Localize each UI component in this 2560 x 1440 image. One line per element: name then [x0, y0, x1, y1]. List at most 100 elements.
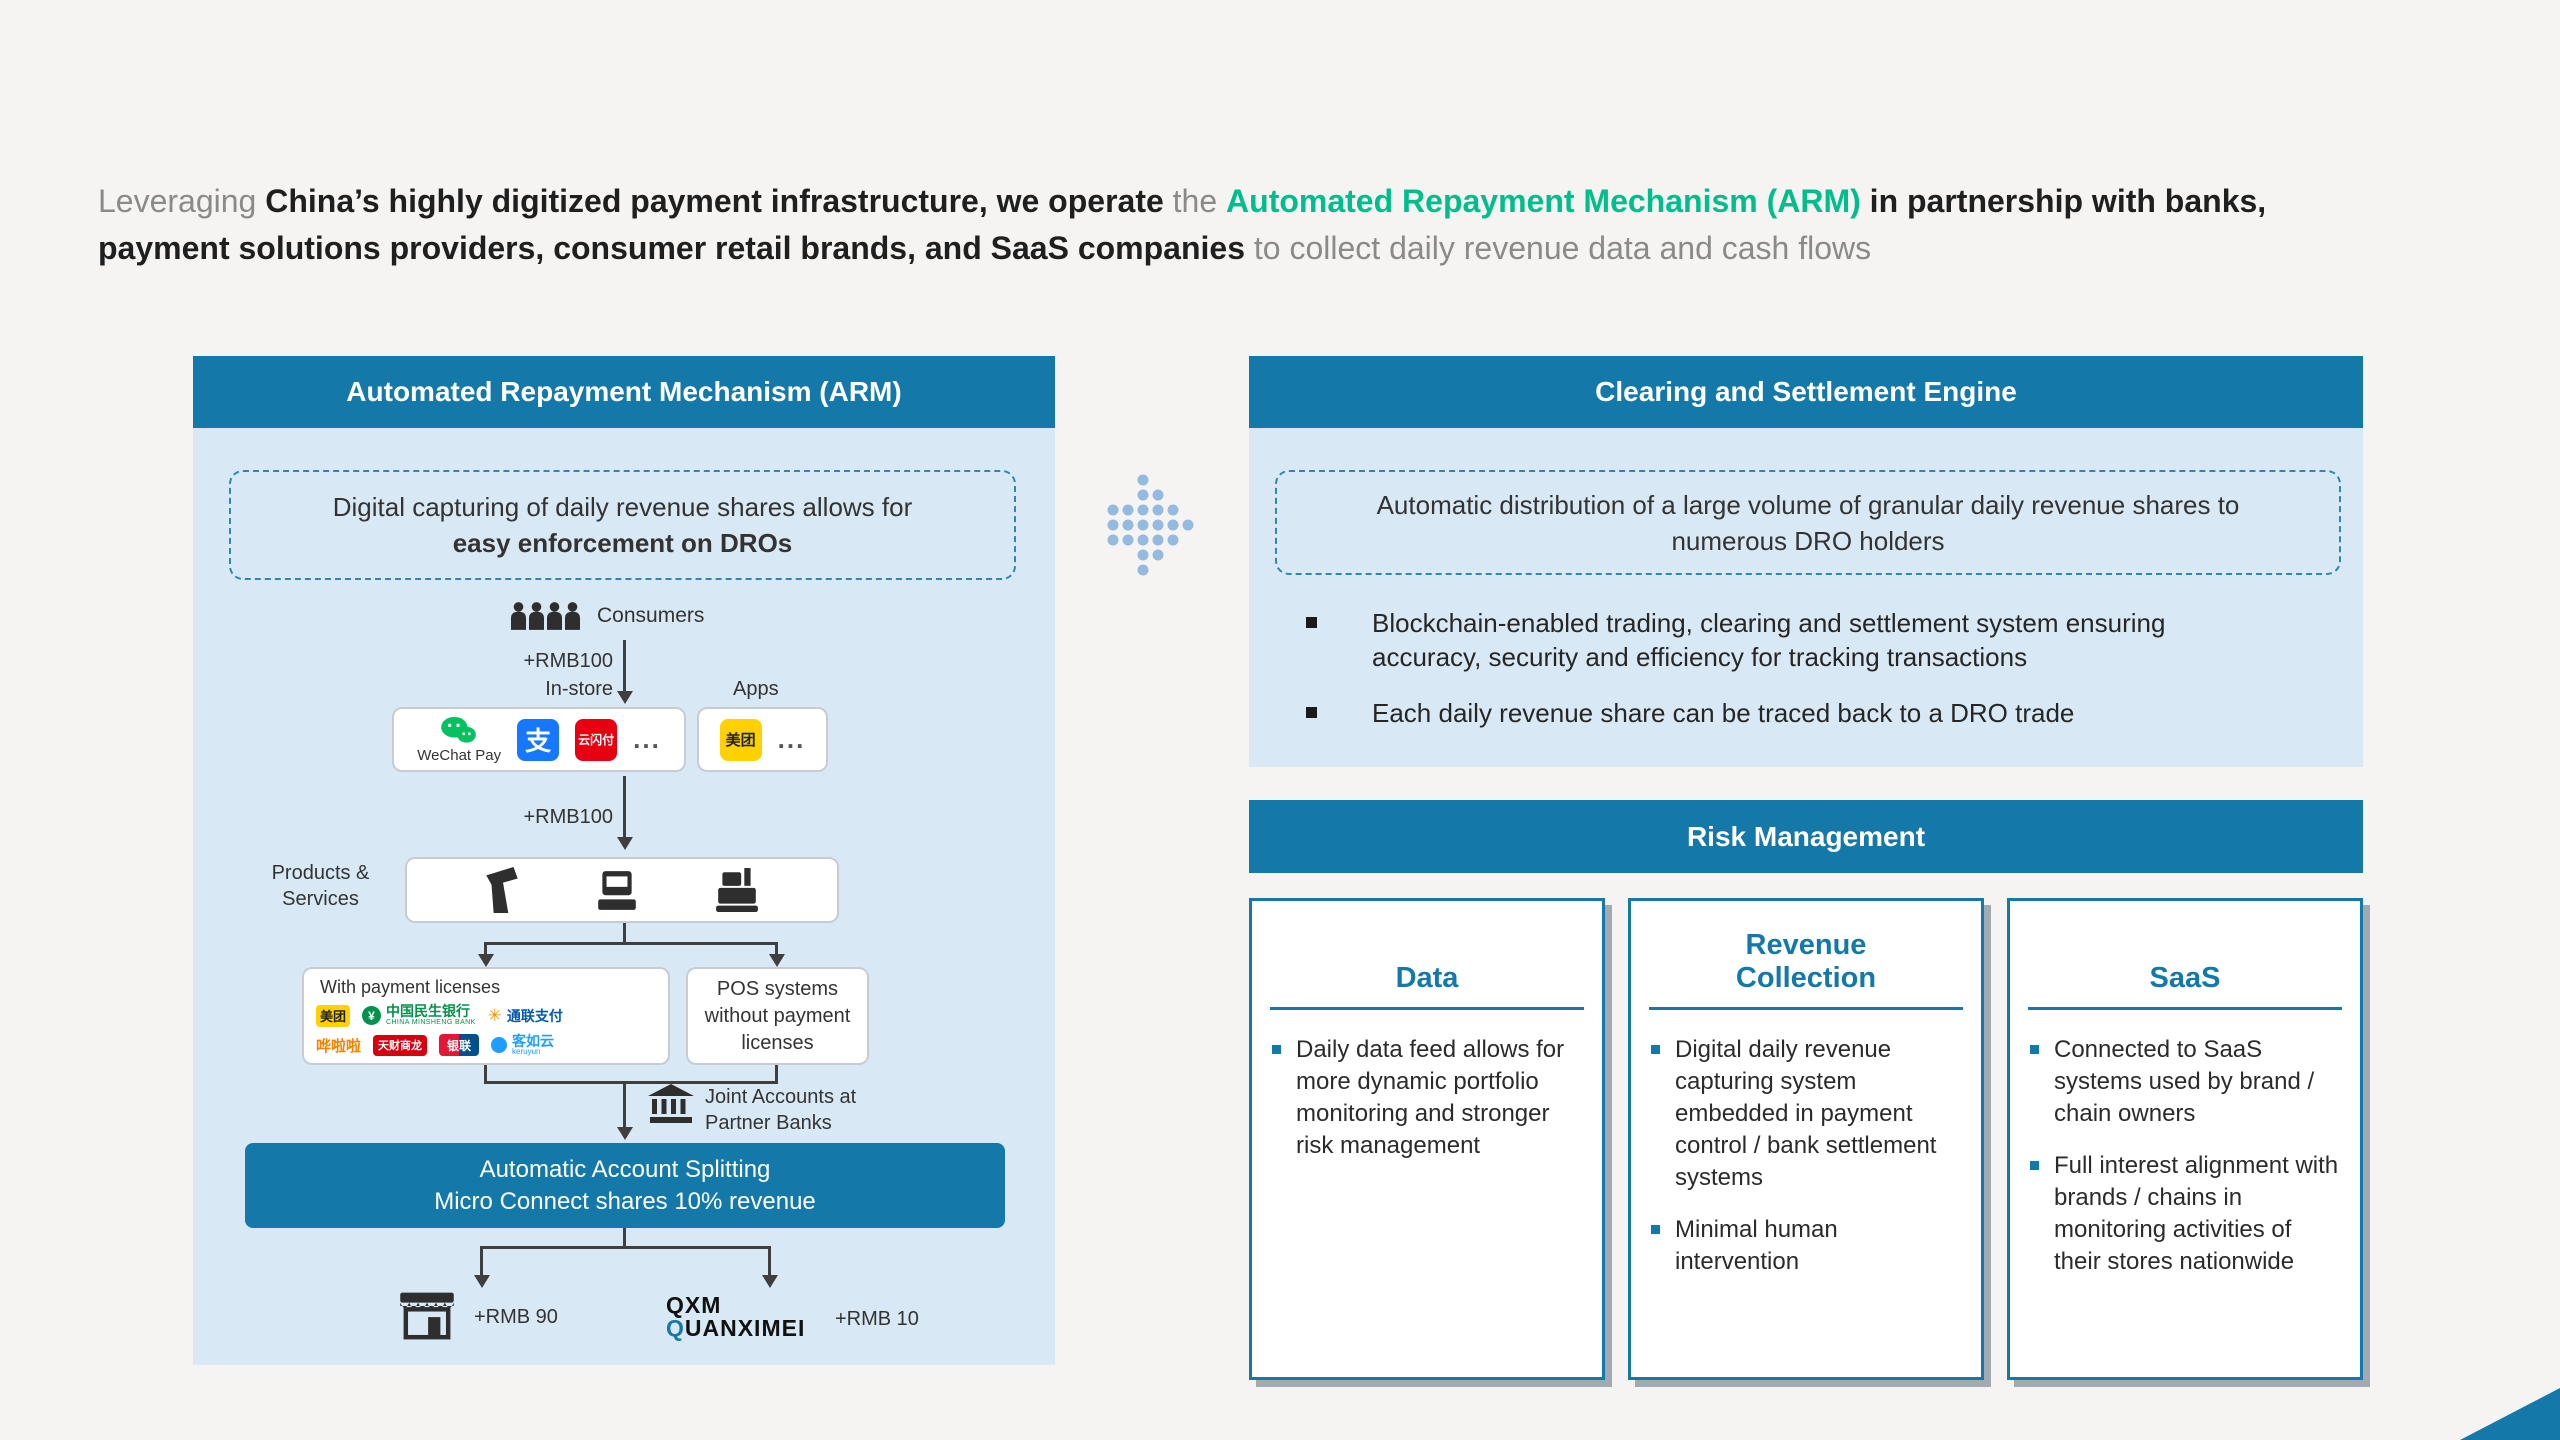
risk-cards: Data Daily data feed allows for more dyn… [1249, 898, 2363, 1380]
headline-segment: in partnership with banks, payment solut… [98, 183, 2267, 266]
risk-card-title: Revenue Collection [1735, 929, 1877, 994]
minsheng-bank-logo: ¥ 中国民生银行 CHINA MINSHENG BANK [362, 1003, 476, 1027]
qxm-rest: UANXIMEI [684, 1315, 806, 1341]
person-icon [511, 602, 526, 630]
person-icon [529, 602, 544, 630]
risk-bullet-text: Connected to SaaS systems used by brand … [2054, 1036, 2315, 1127]
risk-card-bullets: Digital daily revenue capturing system e… [1631, 1010, 1981, 1278]
risk-card-title: SaaS [2149, 962, 2221, 994]
flow-line [623, 1228, 626, 1248]
keruyun-glyph-icon [491, 1037, 508, 1054]
mc-amount-label: +RMB 10 [835, 1308, 919, 1330]
person-icon [547, 602, 562, 630]
arm-panel: Automated Repayment Mechanism (ARM) Digi… [193, 356, 1055, 1365]
risk-card-data: Data Daily data feed allows for more dyn… [1249, 898, 1605, 1380]
clearing-bullet-text: Blockchain-enabled trading, clearing and… [1372, 608, 2166, 672]
splitting-line1: Automatic Account Splitting [479, 1155, 771, 1183]
wechat-pay-label: WeChat Pay [417, 747, 502, 764]
risk-card-bullets: Daily data feed allows for more dynamic … [1252, 1010, 1602, 1162]
bullet-marker [2030, 1161, 2039, 1170]
flow-arrow [477, 942, 494, 967]
flow-arrow [616, 1081, 633, 1140]
hualala-logo: 哗啦啦 [316, 1037, 362, 1055]
flow-arrow [616, 640, 633, 704]
clearing-panel: Clearing and Settlement Engine Automatic… [1249, 356, 2363, 767]
risk-card-saas: SaaS Connected to SaaS systems used by b… [2007, 898, 2363, 1380]
wechat-pay-logo: WeChat Pay [417, 715, 501, 764]
arm-panel-body: Digital capturing of daily revenue share… [193, 428, 1055, 1365]
clearing-bullet: Each daily revenue share can be traced b… [1306, 696, 2074, 730]
meituan-logo: 美团 [316, 1004, 350, 1027]
consumers-group: Consumers [511, 600, 704, 632]
keruyun-name: 客如云 [512, 1033, 555, 1050]
flow-line [623, 923, 626, 944]
clearing-bullet: Blockchain-enabled trading, clearing and… [1306, 606, 2252, 674]
account-splitting-box: Automatic Account Splitting Micro Connec… [245, 1143, 1005, 1228]
pos-equipment-box [405, 857, 839, 923]
arm-callout-line2: easy enforcement on DROs [452, 528, 793, 558]
wechat-icon [441, 716, 477, 743]
barcode-scanner-icon [486, 867, 519, 913]
bullet-marker [1306, 707, 1317, 718]
flow-arrow [616, 776, 633, 850]
clearing-callout: Automatic distribution of a large volume… [1275, 470, 2341, 575]
licensed-box-title: With payment licenses [320, 977, 501, 997]
amount-in-label: +RMB100 [523, 650, 614, 672]
arm-callout-line1: Digital capturing of daily revenue share… [332, 492, 913, 522]
instore-payments-box: WeChat Pay 支 云闪付 ... [392, 707, 686, 772]
flow-line [484, 1065, 487, 1083]
headline-segment: China’s highly digitized payment infrast… [265, 183, 1173, 219]
title-rule [1649, 1007, 1963, 1010]
clearing-panel-title: Clearing and Settlement Engine [1249, 356, 2363, 428]
risk-card-revenue-collection: Revenue Collection Digital daily revenue… [1628, 898, 1984, 1380]
flow-arrow [768, 942, 785, 967]
headline-segment: the [1172, 183, 1227, 219]
alipay-icon: 支 [517, 718, 560, 761]
flow-line [480, 1246, 770, 1249]
minsheng-glyph-icon: ¥ [362, 1006, 381, 1026]
quickpass-icon: 云闪付 [575, 718, 618, 761]
bullet-marker [2030, 1045, 2039, 1054]
bullet-marker [1272, 1045, 1281, 1054]
clearing-callout-text: Automatic distribution of a large volume… [1376, 489, 2240, 556]
bullet-marker [1306, 617, 1317, 628]
risk-bullet: Minimal human intervention [1651, 1214, 1963, 1278]
meituan-icon: 美团 [719, 718, 762, 761]
merchant-amount-label: +RMB 90 [474, 1306, 558, 1328]
cash-register-icon [715, 868, 758, 912]
amount-through-label: +RMB100 [523, 806, 614, 828]
flow-arrow [473, 1246, 490, 1288]
apps-payments-box: 美团 ... [697, 707, 828, 772]
logo-row: 哗啦啦 天财商龙 银联 客如云 keruyun [316, 1034, 656, 1057]
unionpay-logo: 银联 [439, 1034, 480, 1057]
ellipsis-text: ... [633, 724, 661, 754]
allinpay-glyph-icon: ✳ [487, 1005, 502, 1025]
keruyun-logo: 客如云 keruyun [491, 1034, 554, 1056]
flow-line [775, 1065, 778, 1083]
clearing-bullet-text: Each daily revenue share can be traced b… [1372, 698, 2075, 728]
splitting-line2: Micro Connect shares 10% revenue [434, 1187, 816, 1215]
headline-segment: Leveraging [98, 183, 266, 219]
bullet-marker [1651, 1045, 1660, 1054]
dotted-arrow-icon [1107, 474, 1194, 576]
minsheng-name: 中国民生银行 [386, 1003, 470, 1019]
bank-icon [648, 1084, 694, 1123]
allinpay-logo: ✳ 通联支付 [488, 1006, 563, 1026]
risk-bullet: Digital daily revenue capturing system e… [1651, 1034, 1963, 1194]
pos-terminal-icon [598, 871, 636, 910]
consumers-label: Consumers [597, 604, 705, 627]
headline-segment-arm: Automated Repayment Mechanism (ARM) [1226, 183, 1870, 219]
unlicensed-pos-box: POS systems without payment licenses [686, 967, 869, 1065]
risk-bullet: Daily data feed allows for more dynamic … [1272, 1034, 1584, 1162]
risk-bullet-text: Minimal human intervention [1675, 1216, 1838, 1275]
qxm-q: Q [666, 1315, 685, 1341]
flow-line [484, 942, 777, 945]
risk-bullet-text: Digital daily revenue capturing system e… [1675, 1036, 1937, 1191]
person-icon [565, 602, 580, 630]
minsheng-subtitle: CHINA MINSHENG BANK [386, 1019, 476, 1027]
headline-segment: to collect daily revenue data and cash f… [1253, 230, 1872, 266]
arm-panel-title: Automated Repayment Mechanism (ARM) [193, 356, 1055, 428]
joint-accounts-label: Joint Accounts at Partner Banks [705, 1086, 857, 1134]
tiancai-logo: 天财商龙 [373, 1034, 428, 1056]
